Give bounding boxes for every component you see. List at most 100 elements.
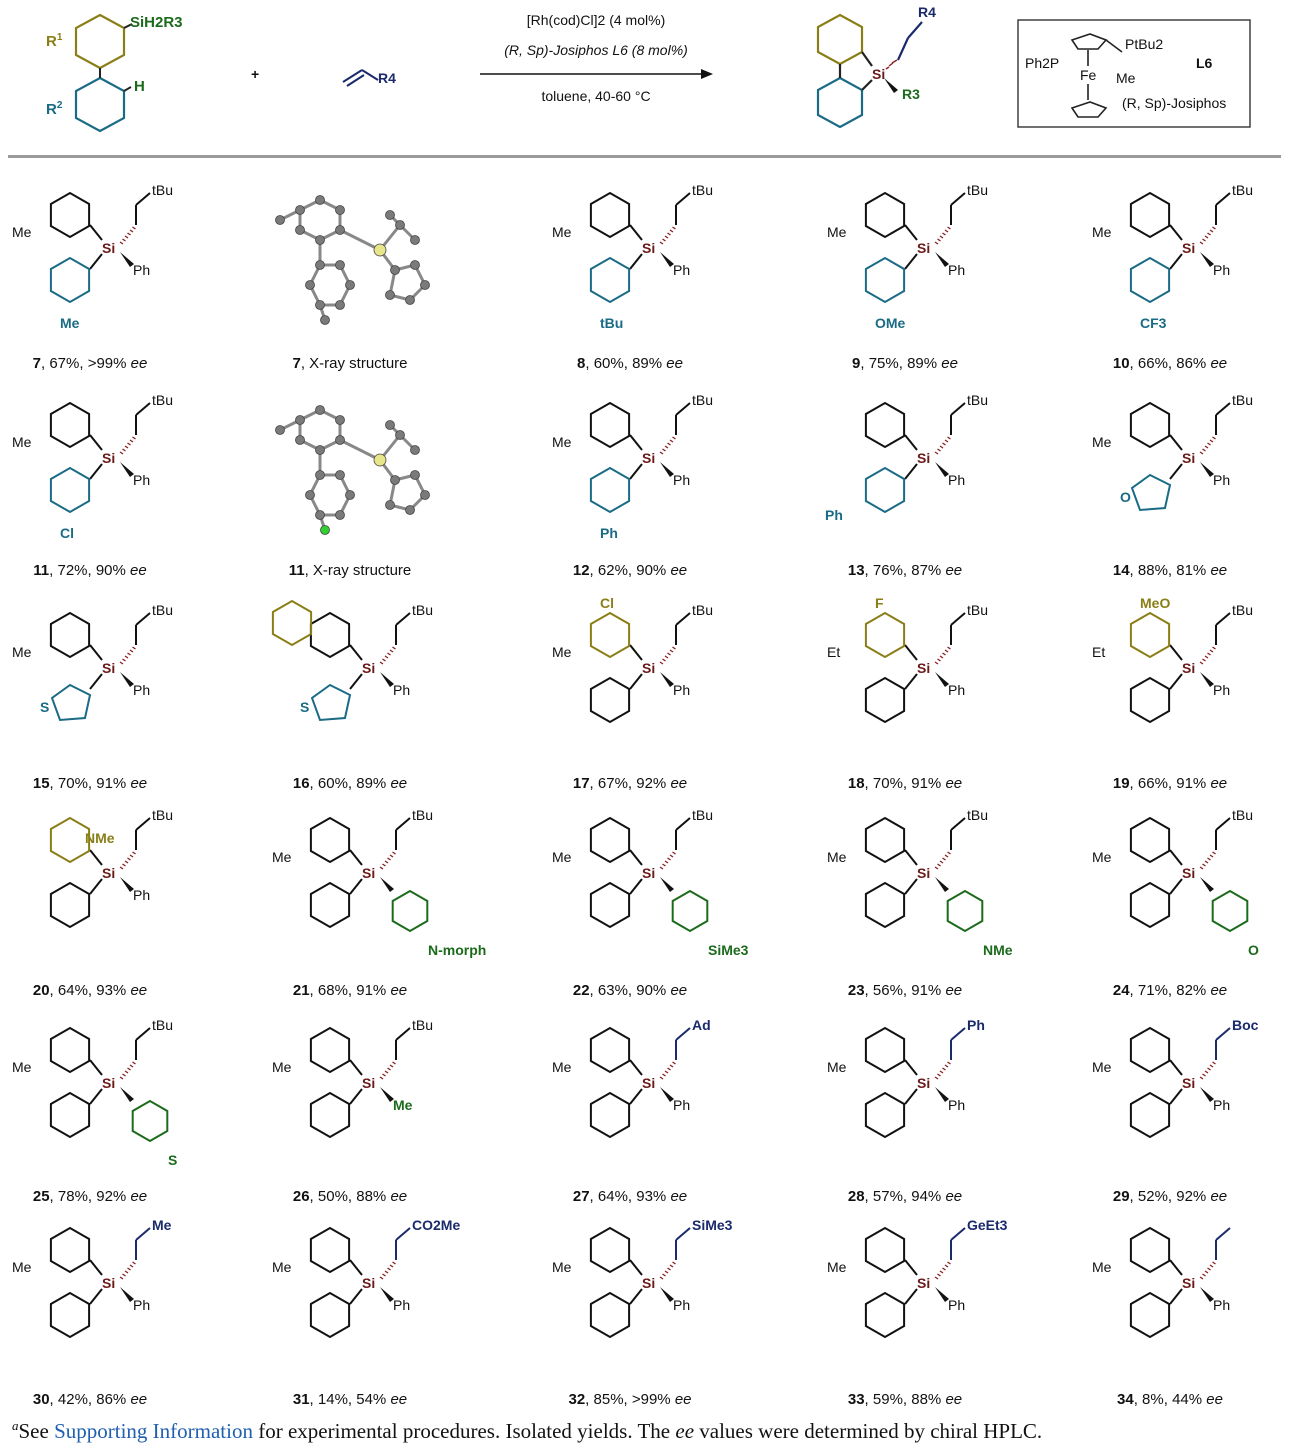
ring-bottom <box>589 676 631 724</box>
compound-caption: 28, 57%, 94% ee <box>780 1188 1030 1205</box>
compound-caption: 16, 60%, 89% ee <box>225 775 475 792</box>
compound-caption: 30, 42%, 86% ee <box>0 1391 215 1408</box>
ring-bottom <box>1129 1291 1171 1339</box>
compound-number: 21 <box>292 982 310 999</box>
structure-30 <box>1169 1227 1231 1305</box>
compound-caption: 7, X-ray structure <box>225 355 475 372</box>
structure-5 <box>1169 192 1231 270</box>
r3-label: Ph <box>1213 1097 1230 1113</box>
structure-1 <box>89 192 151 270</box>
compound-number: 17 <box>572 775 590 792</box>
structure-3 <box>629 192 691 270</box>
r2-label: R2 <box>46 100 63 118</box>
ligand-fe: Fe <box>1080 67 1097 83</box>
supporting-info-link[interactable]: Supporting Information <box>54 1419 253 1443</box>
yield-ee-text: , 66%, 86% <box>1129 355 1211 372</box>
compound-number: 22 <box>572 982 590 999</box>
silicon-label: Si <box>102 1075 115 1091</box>
ee-label: ee <box>1206 1391 1223 1408</box>
side-chain-label: Me <box>152 1217 172 1233</box>
ring-bottom <box>589 881 631 929</box>
yield-ee-text: , 57%, 94% <box>864 1188 946 1205</box>
ring-top <box>49 401 91 449</box>
structure-29 <box>904 1227 966 1305</box>
silicon-label: Si <box>642 1275 655 1291</box>
compound-number: 19 <box>1112 775 1130 792</box>
compound-number: 12 <box>572 562 590 579</box>
ring-bottom <box>589 1091 631 1139</box>
ring-substituent-label: Me <box>272 1259 292 1275</box>
yield-ee-text: , X-ray structure <box>304 562 412 579</box>
ring-substituent-label: Cl <box>60 525 74 541</box>
footnote-pre: See <box>18 1419 55 1443</box>
ring-bottom <box>49 1091 91 1139</box>
side-chain-label: tBu <box>412 602 433 618</box>
compound-caption: 18, 70%, 91% ee <box>780 775 1030 792</box>
heteroatom-label: S <box>300 699 309 715</box>
side-chain-label: tBu <box>152 1017 173 1033</box>
ring-bottom <box>309 1091 351 1139</box>
yield-ee-text: , 8%, 44% <box>1133 1391 1207 1408</box>
ring-substituent-label: Me <box>12 644 32 660</box>
silicon-label: Si <box>642 450 655 466</box>
heteroatom-label: O <box>1120 489 1131 505</box>
ring-substituent-label: F <box>875 595 884 611</box>
yield-ee-text: , 60%, 89% <box>309 775 391 792</box>
ring-substituent-label: CF3 <box>1140 315 1167 331</box>
ring-top <box>1129 1226 1171 1274</box>
ring-substituent-label: Me <box>827 1059 847 1075</box>
ee-label: ee <box>666 355 683 372</box>
side-chain-label: tBu <box>967 182 988 198</box>
ee-label: ee <box>130 1391 148 1408</box>
side-chain-label: tBu <box>967 807 988 823</box>
ring-top <box>864 816 906 864</box>
compound-number: 16 <box>292 775 310 792</box>
ee-label: ee <box>130 355 148 372</box>
silicon-label: Si <box>917 865 930 881</box>
structure-18 <box>629 817 691 895</box>
yield-ee-text: , 62%, 90% <box>589 562 671 579</box>
ring-substituent-label: Ph <box>825 507 843 523</box>
ring-bottom <box>309 881 351 929</box>
compound-number: 29 <box>1112 1188 1130 1205</box>
ee-label: ee <box>670 562 688 579</box>
compound-number: 20 <box>32 982 50 999</box>
structure-16 <box>89 817 151 895</box>
ring-top <box>864 611 906 659</box>
footnote-ee: ee <box>675 1419 695 1443</box>
aryl-substituent-label: N-morph <box>428 942 486 958</box>
r3-label: Ph <box>673 682 690 698</box>
structure-12 <box>310 612 411 722</box>
ring-substituent-label: Ph <box>600 525 618 541</box>
silicon-label: Si <box>362 660 375 676</box>
alkene <box>342 69 379 87</box>
silicon-label: Si <box>917 1275 930 1291</box>
aryl-substituent-label: SiMe3 <box>708 942 749 958</box>
ring-bottom <box>864 676 906 724</box>
footnote-text: for experimental procedures. Isolated yi… <box>252 1419 676 1443</box>
silicon-label: Si <box>1182 240 1195 256</box>
plus-sign: + <box>251 66 260 82</box>
ring-substituent-label: Me <box>1092 434 1112 450</box>
silicon-label: Si <box>642 660 655 676</box>
compound-number: 30 <box>32 1391 50 1408</box>
silicon-label: Si <box>102 865 115 881</box>
yield-ee-text: , 66%, 91% <box>1129 775 1211 792</box>
conditions-line3: toluene, 40-60 °C <box>541 88 651 104</box>
compound-caption: 13, 76%, 87% ee <box>780 562 1030 579</box>
compound-number: 11 <box>33 562 50 579</box>
silicon-label: Si <box>917 450 930 466</box>
ring-bottom <box>589 466 631 514</box>
compound-number: 33 <box>847 1391 865 1408</box>
compound-caption: 22, 63%, 90% ee <box>505 982 755 999</box>
header-divider <box>8 155 1281 158</box>
ring-top <box>309 611 351 659</box>
conditions-line1: [Rh(cod)Cl]2 (4 mol%) <box>526 12 666 28</box>
silicon-label: Si <box>102 1275 115 1291</box>
compound-number: 14 <box>1112 562 1130 579</box>
ring-top <box>589 1026 631 1074</box>
structure-27 <box>349 1227 411 1305</box>
compound-caption: 11, X-ray structure <box>225 562 475 579</box>
side-chain-label: GeEt3 <box>967 1217 1008 1233</box>
side-chain-label: Ph <box>967 1017 985 1033</box>
